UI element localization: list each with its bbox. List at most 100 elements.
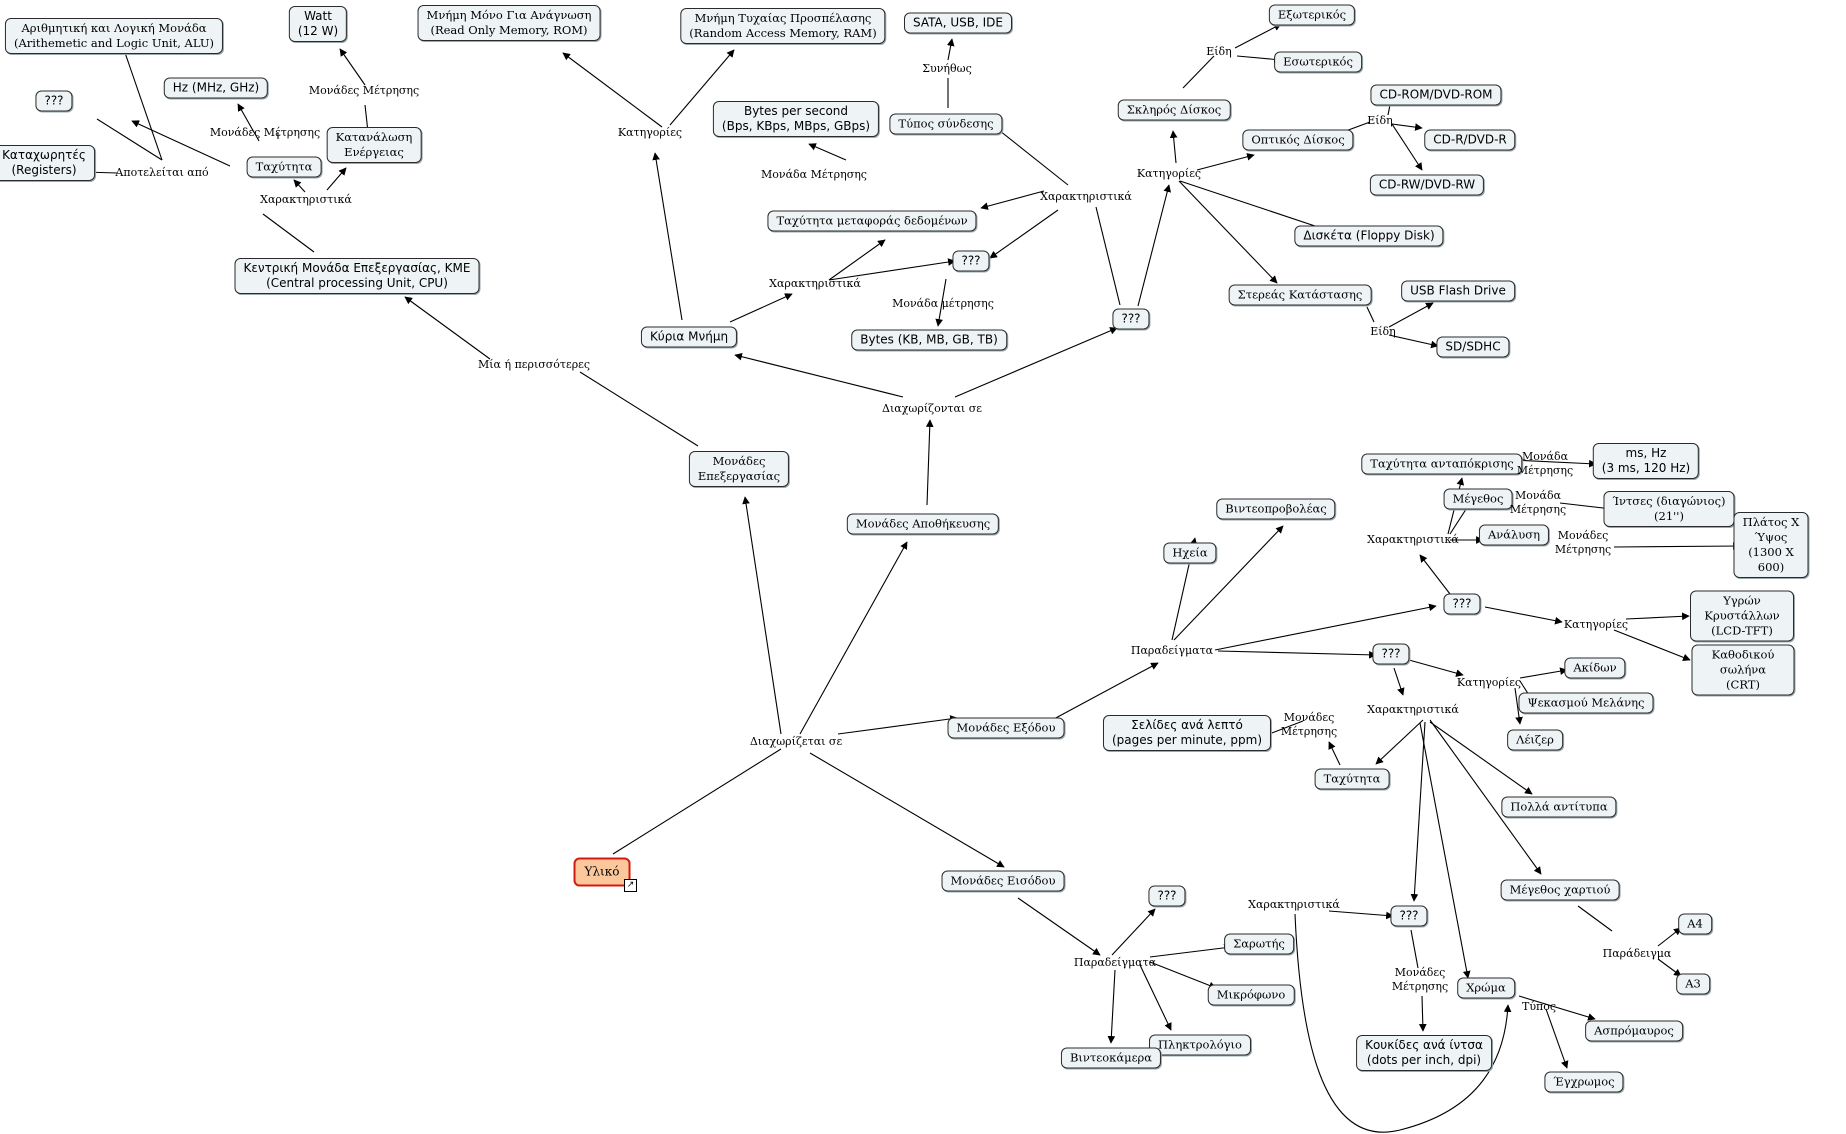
node-keyboard[interactable]: Πληκτρολόγιο bbox=[1149, 1034, 1251, 1056]
connector-line bbox=[729, 293, 793, 323]
link-features-printer: Χαρακτηριστικά bbox=[1367, 703, 1459, 716]
connector-line bbox=[734, 352, 904, 398]
connector-line bbox=[326, 167, 347, 191]
node-floppy[interactable]: Δισκέτα (Floppy Disk) bbox=[1294, 225, 1444, 247]
connector-line bbox=[339, 48, 366, 86]
node-speakers[interactable]: Ηχεία bbox=[1163, 542, 1217, 564]
shortcut-icon[interactable]: ↗ bbox=[624, 879, 637, 892]
node-optical-disk[interactable]: Οπτικός Δίσκος bbox=[1242, 129, 1354, 151]
link-consists-of: Αποτελείται από bbox=[115, 166, 209, 179]
link-example-paper: Παράδειγμα bbox=[1602, 947, 1672, 960]
node-bps[interactable]: Bytes per second (Bps, KBps, MBps, GBps) bbox=[712, 101, 880, 137]
connector-line bbox=[1391, 123, 1423, 131]
node-main-memory[interactable]: Κύρια Μνήμη bbox=[640, 326, 738, 348]
node-usb-flash[interactable]: USB Flash Drive bbox=[1401, 280, 1515, 302]
connector-line bbox=[799, 541, 908, 735]
node-alu[interactable]: Αριθμητική και Λογική Μονάδα (Arithemeti… bbox=[4, 18, 224, 54]
node-lcd[interactable]: Υγρών Κρυστάλλων (LCD-TFT) bbox=[1690, 590, 1794, 642]
connector-line bbox=[1149, 944, 1232, 958]
node-cdr[interactable]: CD-R/DVD-R bbox=[1424, 129, 1516, 151]
node-many-copies[interactable]: Πολλά αντίτυπα bbox=[1501, 796, 1617, 818]
link-types-ssd: Είδη bbox=[1370, 325, 1396, 338]
node-cpu-speed[interactable]: Ταχύτητα bbox=[246, 156, 322, 178]
node-processing-units[interactable]: Μονάδες Επεξεργασίας bbox=[688, 451, 790, 487]
node-internal[interactable]: Εσωτερικός bbox=[1274, 51, 1362, 73]
connector-line bbox=[1328, 910, 1394, 920]
node-colored[interactable]: Έγχρωμος bbox=[1544, 1071, 1624, 1093]
node-dpi[interactable]: Κουκίδες ανά ίντσα (dots per inch, dpi) bbox=[1356, 1035, 1492, 1071]
connector-line bbox=[1393, 667, 1405, 696]
node-storage-units[interactable]: Μονάδες Αποθήκευσης bbox=[846, 513, 1000, 535]
node-ppm[interactable]: Σελίδες ανά λεπτό (pages per minute, ppm… bbox=[1102, 715, 1272, 751]
node-hard-disk[interactable]: Σκληρός Δίσκος bbox=[1117, 99, 1231, 121]
connector-line bbox=[1017, 897, 1101, 956]
node-sd[interactable]: SD/SDHC bbox=[1436, 336, 1510, 358]
node-rom[interactable]: Μνήμη Μόνο Για Ανάγνωση (Read Only Memor… bbox=[417, 5, 601, 41]
node-cdrw[interactable]: CD-RW/DVD-RW bbox=[1369, 174, 1485, 196]
node-cpu[interactable]: Κεντρική Μονάδα Επεξεργασίας, ΚΜΕ (Centr… bbox=[234, 258, 480, 294]
connector-line bbox=[828, 239, 886, 281]
connector-line bbox=[1388, 334, 1439, 349]
node-transfer-speed[interactable]: Ταχύτητα μεταφοράς δεδομένων bbox=[767, 210, 977, 232]
node-inches[interactable]: Ίντσες (διαγώνιος) (21'') bbox=[1603, 491, 1735, 527]
node-solid-state[interactable]: Στερεάς Κατάστασης bbox=[1228, 284, 1372, 306]
node-resolution[interactable]: Ανάλυση bbox=[1478, 524, 1550, 546]
node-width-height[interactable]: Πλάτος Χ Ύψος (1300 Χ 600) bbox=[1733, 512, 1809, 578]
node-a3[interactable]: Α3 bbox=[1676, 973, 1710, 995]
node-black-white[interactable]: Ασπρόμαυρος bbox=[1585, 1020, 1683, 1042]
node-crt[interactable]: Καθοδικού σωλήνα (CRT) bbox=[1691, 644, 1795, 696]
connector-line bbox=[120, 43, 163, 161]
node-ms-hz[interactable]: ms, Hz (3 ms, 120 Hz) bbox=[1592, 443, 1700, 479]
link-features-scanner: Χαρακτηριστικά bbox=[1248, 898, 1340, 911]
connector-line bbox=[1410, 929, 1419, 969]
node-unknown-memory[interactable]: ??? bbox=[952, 250, 990, 272]
connector-line bbox=[1419, 554, 1451, 595]
node-ram[interactable]: Μνήμη Τυχαίας Προσπέλασης (Random Access… bbox=[680, 8, 886, 44]
node-scanner[interactable]: Σαρωτής bbox=[1224, 933, 1294, 955]
node-unknown-printer[interactable]: ??? bbox=[1372, 643, 1410, 665]
node-unknown-storage[interactable]: ??? bbox=[1112, 308, 1150, 330]
node-a4[interactable]: Α4 bbox=[1678, 913, 1712, 935]
node-external[interactable]: Εξωτερικός bbox=[1268, 4, 1356, 26]
node-registers[interactable]: Καταχωρητές (Registers) bbox=[0, 145, 95, 181]
node-paper-size[interactable]: Μέγεθος χαρτιού bbox=[1500, 879, 1620, 901]
connector-line bbox=[1111, 908, 1156, 956]
connector-line bbox=[1139, 964, 1172, 1031]
node-unknown-input[interactable]: ??? bbox=[1148, 885, 1186, 907]
connector-line bbox=[652, 152, 683, 321]
node-color[interactable]: Χρώμα bbox=[1457, 977, 1515, 999]
connector-line bbox=[579, 371, 699, 447]
node-size[interactable]: Μέγεθος bbox=[1443, 488, 1513, 510]
node-microphone[interactable]: Μικρόφωνο bbox=[1207, 984, 1295, 1006]
link-units-dpi: Μονάδες Μέτρησης bbox=[1391, 966, 1449, 993]
node-print-speed[interactable]: Ταχύτητα bbox=[1314, 768, 1390, 790]
connector-line bbox=[808, 143, 847, 161]
node-bytes[interactable]: Bytes (KB, MB, GB, TB) bbox=[851, 329, 1007, 351]
node-connection-type[interactable]: Τύπος σύνδεσης bbox=[889, 113, 1003, 135]
link-unit-bps: Μονάδα Μέτρησης bbox=[761, 168, 867, 181]
node-impact[interactable]: Ακίδων bbox=[1564, 657, 1626, 679]
node-output-units[interactable]: Μονάδες Εξόδου bbox=[947, 717, 1065, 739]
node-camcorder[interactable]: Βιντεοκάμερα bbox=[1060, 1047, 1162, 1069]
node-cdrom[interactable]: CD-ROM/DVD-ROM bbox=[1370, 84, 1502, 106]
link-unit-size: Μονάδα Μέτρησης bbox=[1509, 489, 1567, 516]
root-node-hardware[interactable]: Υλικό bbox=[573, 857, 631, 887]
connector-line bbox=[1657, 958, 1682, 977]
node-projectors[interactable]: Βιντεοπροβολέας bbox=[1216, 498, 1336, 520]
node-unknown-alu[interactable]: ??? bbox=[35, 90, 73, 112]
node-unknown-scanner[interactable]: ??? bbox=[1390, 905, 1428, 927]
connector-line bbox=[1518, 995, 1596, 1021]
node-power[interactable]: Κατανάλωση Ενέργειας bbox=[326, 127, 422, 163]
connector-line bbox=[1429, 721, 1533, 795]
node-hz[interactable]: Hz (MHz, GHz) bbox=[163, 77, 269, 99]
connector-line bbox=[994, 126, 1069, 186]
node-sata-usb-ide[interactable]: SATA, USB, IDE bbox=[904, 12, 1012, 34]
connector-line bbox=[1178, 180, 1278, 284]
connector-line bbox=[1410, 721, 1426, 902]
node-inkjet[interactable]: Ψεκασμού Μελάνης bbox=[1518, 692, 1654, 714]
node-response-speed[interactable]: Ταχύτητα ανταπόκρισης bbox=[1361, 453, 1523, 475]
node-input-units[interactable]: Μονάδες Εισόδου bbox=[941, 870, 1065, 892]
node-unknown-monitor[interactable]: ??? bbox=[1443, 593, 1481, 615]
node-laser[interactable]: Λέιζερ bbox=[1507, 729, 1563, 751]
node-watt[interactable]: Watt (12 W) bbox=[288, 6, 348, 42]
